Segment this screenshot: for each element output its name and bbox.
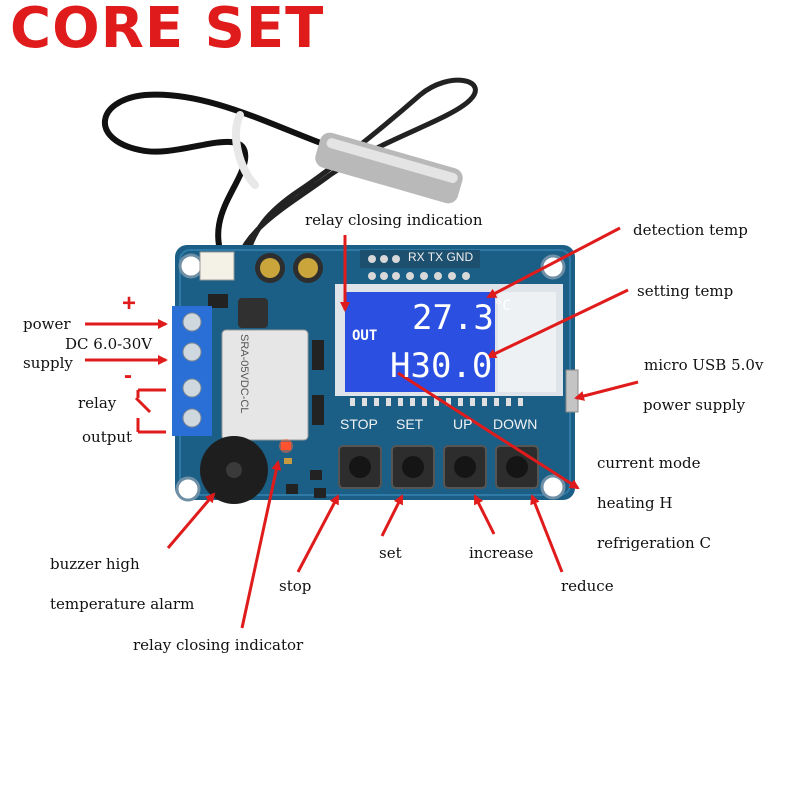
set-button[interactable]: SET: [396, 416, 424, 432]
label-relay: relay: [78, 394, 117, 412]
up-button[interactable]: UP: [453, 416, 473, 432]
label-supply: supply: [23, 354, 73, 372]
down-button[interactable]: DOWN: [493, 416, 538, 432]
lcd-out-indicator: OUT: [352, 328, 378, 344]
label-dc-range: DC 6.0-30V: [65, 335, 153, 353]
temperature-probe: [102, 77, 478, 273]
lcd-setting-temp: H30.0: [390, 346, 493, 386]
label-detection-temp: detection temp: [633, 221, 748, 239]
label-buzzer-high: buzzer high: [50, 555, 140, 573]
lcd-detection-temp: 27.3: [412, 298, 494, 338]
relay-label: SRA-05VDC-CL: [238, 334, 250, 414]
pcb-board: [172, 245, 579, 504]
label-relay-closing-indication: relay closing indication: [305, 211, 483, 229]
label-micro-usb: micro USB 5.0v: [644, 356, 764, 374]
label-refrigeration: refrigeration C: [597, 534, 711, 552]
label-reduce: reduce: [561, 577, 614, 595]
label-power: power: [23, 315, 71, 333]
label-set: set: [379, 544, 402, 562]
label-setting-temp: setting temp: [637, 282, 734, 300]
brand-logo: CORE SET: [10, 0, 325, 61]
minus-sign: -: [124, 362, 132, 389]
label-stop: stop: [279, 577, 312, 595]
label-increase: increase: [469, 544, 534, 562]
label-current-mode: current mode: [597, 454, 701, 472]
label-output: output: [82, 428, 133, 446]
label-heating: heating H: [597, 494, 673, 512]
header-pins-label: RX TX GND: [408, 250, 474, 264]
label-power-supply: power supply: [643, 396, 746, 414]
label-relay-closing-indicator: relay closing indicator: [133, 636, 304, 654]
plus-sign: +: [122, 290, 137, 317]
stop-button[interactable]: STOP: [340, 416, 378, 432]
annotation-arrows: [85, 226, 639, 629]
lcd-temp-unit: °C: [494, 298, 511, 314]
label-temperature-alarm: temperature alarm: [50, 595, 195, 613]
